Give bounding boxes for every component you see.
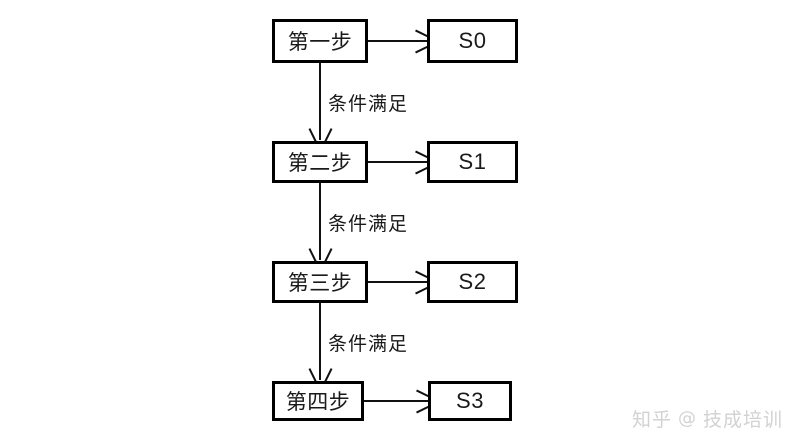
state-box-s3: S3 [428,381,512,421]
state-box-s0-label: S0 [458,28,487,53]
step-box-3-label: 第三步 [287,271,353,295]
transition-label-2: 条件满足 [328,213,409,235]
arrow-shaft [319,303,321,380]
watermark-at-icon: @ [677,408,697,429]
watermark-author: 技成培训 [702,409,783,431]
watermark: 知乎 @ 技成培训 [632,405,783,432]
state-box-s1-label: S1 [458,149,487,174]
arrow-step2-to-step3 [319,183,321,260]
arrow-step1-to-step2 [319,63,321,140]
arrow-shaft [368,281,427,283]
step-box-4: 第四步 [272,381,364,421]
arrow-step3-to-step4 [319,303,321,380]
transition-label-3: 条件满足 [328,333,409,355]
arrow-shaft [364,400,428,402]
arrow-step2-to-state1 [368,161,427,163]
arrowhead-down-icon [313,247,327,261]
state-box-s2-label: S2 [458,269,487,294]
arrow-shaft [368,161,427,163]
arrow-step4-to-state3 [364,400,428,402]
arrowhead-right-icon [414,34,428,48]
step-box-2: 第二步 [272,141,368,183]
step-box-4-label: 第四步 [285,390,351,414]
arrowhead-right-icon [414,275,428,289]
state-box-s3-label: S3 [456,388,484,413]
arrow-step1-to-state0 [368,40,427,42]
step-box-1: 第一步 [272,19,368,63]
step-box-2-label: 第二步 [287,151,353,175]
arrowhead-right-icon [414,155,428,169]
arrowhead-right-icon [415,394,429,408]
state-box-s1: S1 [427,141,518,183]
arrow-shaft [319,183,321,260]
state-box-s2: S2 [427,261,518,303]
state-box-s0: S0 [427,19,518,63]
watermark-site: 知乎 [631,409,672,431]
arrow-shaft [368,40,427,42]
transition-label-1: 条件满足 [328,93,409,115]
arrowhead-down-icon [313,127,327,141]
step-box-3: 第三步 [272,261,368,303]
arrow-shaft [319,63,321,140]
arrow-step3-to-state2 [368,281,427,283]
step-box-1-label: 第一步 [287,30,353,54]
arrowhead-down-icon [313,367,327,381]
